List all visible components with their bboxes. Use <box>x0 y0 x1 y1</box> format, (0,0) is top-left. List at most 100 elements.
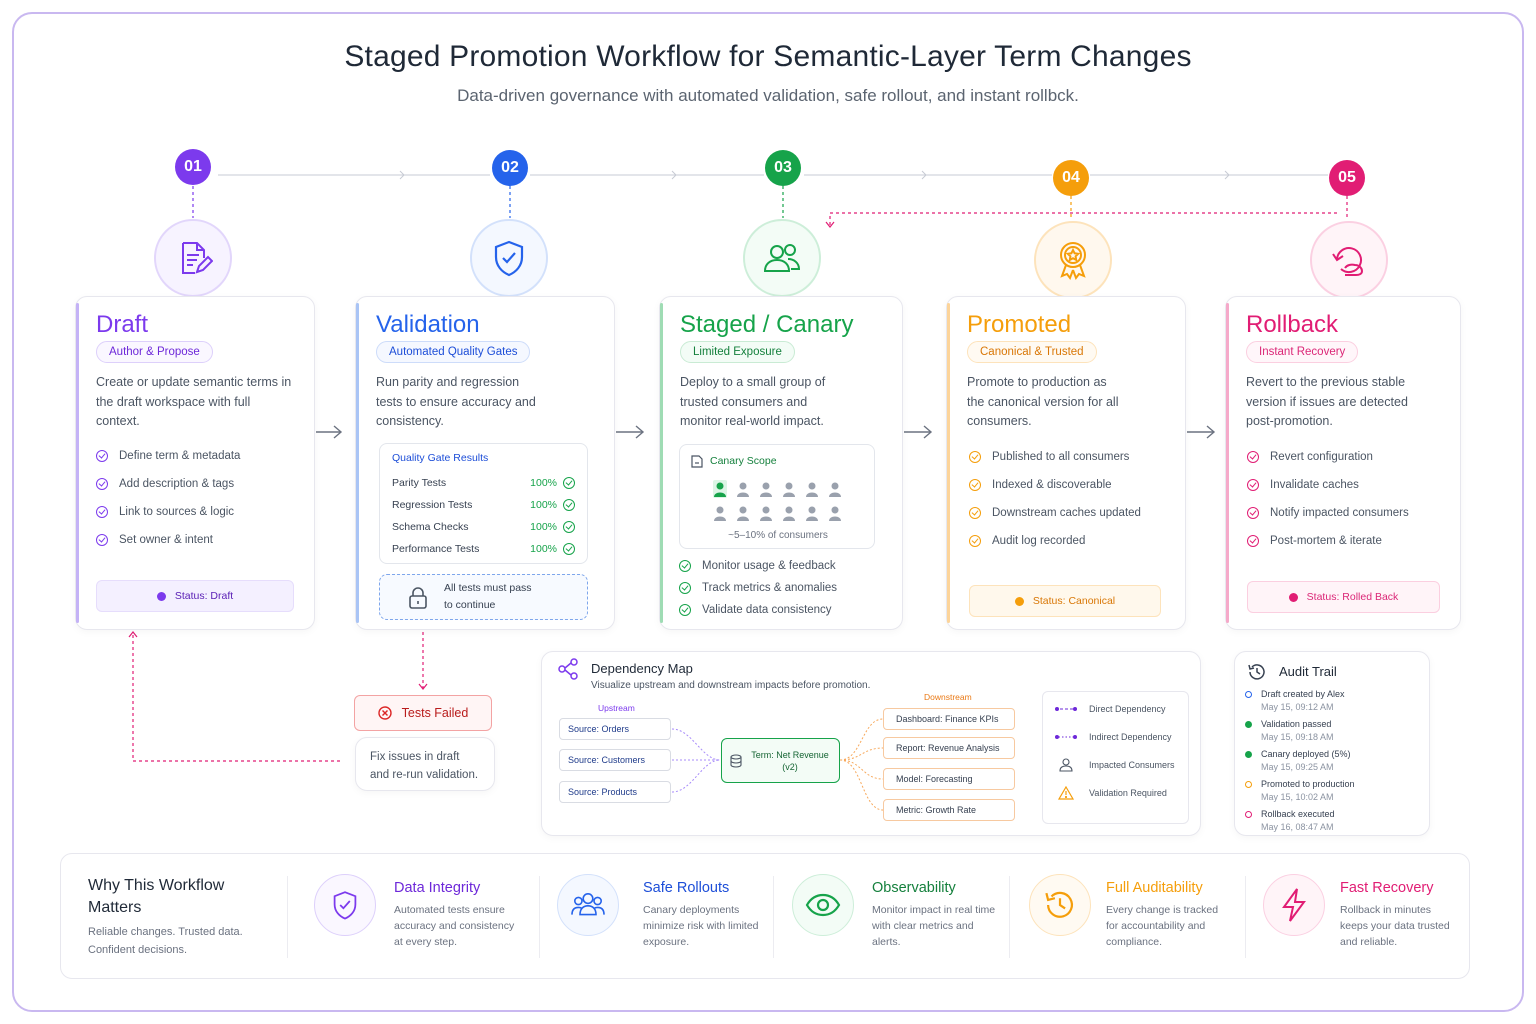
list-item: Notify impacted consumers <box>1247 499 1409 527</box>
legend-item: Validation Required <box>1055 779 1188 807</box>
audit-entry-time: May 16, 08:47 AM <box>1261 822 1334 832</box>
users-icon <box>557 874 619 936</box>
list-item: Validate data consistency <box>679 599 837 621</box>
stage-description: Promote to production as the canonical v… <box>967 375 1119 428</box>
stage-card-rollback: Rollback Instant Recovery Revert to the … <box>1225 296 1461 630</box>
stage-title: Draft <box>96 311 149 338</box>
history-icon <box>1248 664 1265 680</box>
list-item: Add description & tags <box>96 470 240 498</box>
canary-scope-caption: ~5–10% of consumers <box>728 530 828 541</box>
dependency-map-title: Dependency Map <box>591 661 693 676</box>
consumer-icon <box>806 482 818 497</box>
check-icon <box>563 521 575 533</box>
timeline-dot <box>1245 721 1252 728</box>
stage-checklist: Monitor usage & feedback Track metrics &… <box>679 555 837 621</box>
downstream-node: Dashboard: Finance KPIs <box>883 708 1015 730</box>
consumer-icon <box>737 506 749 521</box>
status-badge: Status: Rolled Back <box>1247 581 1440 613</box>
quality-gate-title: Quality Gate Results <box>392 452 489 464</box>
tests-failed-badge: Tests Failed <box>354 695 492 731</box>
stage-pill: Limited Exposure <box>680 341 795 363</box>
list-item: Audit log recorded <box>969 527 1141 555</box>
upstream-node: Source: Products <box>559 781 671 803</box>
consumer-icon <box>714 506 726 521</box>
stage-title: Rollback <box>1246 311 1339 338</box>
stage-pill: Automated Quality Gates <box>376 341 531 363</box>
audit-entry: Canary deployed (5%)May 15, 09:25 AM <box>1245 749 1425 779</box>
audit-entry-time: May 15, 09:12 AM <box>1261 702 1334 712</box>
legend-item: Indirect Dependency <box>1055 723 1188 751</box>
downstream-node: Model: Forecasting <box>883 768 1015 790</box>
step-number-02: 02 <box>492 150 528 186</box>
document-edit-icon <box>154 219 232 297</box>
consumer-icon <box>806 506 818 521</box>
audit-entry-time: May 15, 10:02 AM <box>1261 792 1334 802</box>
stage-card-validation: Validation Automated Quality Gates Run p… <box>355 296 615 630</box>
downstream-node: Metric: Growth Rate <box>883 799 1015 821</box>
consumer-icon <box>829 482 841 497</box>
users-icon <box>743 219 821 297</box>
step-number-03: 03 <box>765 150 801 186</box>
step-number-01: 01 <box>175 149 211 185</box>
user-icon <box>1059 758 1073 772</box>
stage-checklist: Define term & metadata Add description &… <box>96 442 240 554</box>
audit-entry-time: May 15, 09:18 AM <box>1261 732 1334 742</box>
document-icon <box>691 455 703 468</box>
consumer-icon <box>783 506 795 521</box>
stage-description: Run parity and regression tests to ensur… <box>376 375 536 428</box>
stage-checklist: Published to all consumers Indexed & dis… <box>969 443 1141 555</box>
list-item: Published to all consumers <box>969 443 1141 471</box>
list-item: Post-mortem & iterate <box>1247 527 1409 555</box>
stage-pill: Author & Propose <box>96 341 213 363</box>
error-icon <box>377 706 392 720</box>
audit-entry-text: Draft created by Alex <box>1261 689 1345 699</box>
audit-entry-time: May 15, 09:25 AM <box>1261 762 1334 772</box>
why-subtitle: Reliable changes. Trusted data.Confident… <box>88 926 243 956</box>
list-item: Define term & metadata <box>96 442 240 470</box>
stage-description: Revert to the previous stable version if… <box>1246 375 1408 428</box>
stage-title: Staged / Canary <box>680 311 854 338</box>
consumer-icon <box>829 506 841 521</box>
term-node: Term: Net Revenue (v2) <box>721 738 840 783</box>
timeline-dot <box>1245 781 1252 788</box>
audit-entry-text: Promoted to production <box>1261 779 1355 789</box>
shield-check-icon <box>314 874 376 936</box>
list-item: Revert configuration <box>1247 443 1409 471</box>
audit-entry-text: Validation passed <box>1261 719 1332 729</box>
check-icon <box>563 543 575 555</box>
rollback-icon <box>1310 221 1388 299</box>
page-title: Staged Promotion Workflow for Semantic-L… <box>344 40 1192 73</box>
list-item: Downstream caches updated <box>969 499 1141 527</box>
stage-pill: Canonical & Trusted <box>967 341 1097 363</box>
direct-dependency-icon <box>1055 707 1077 711</box>
status-badge: Status: Draft <box>96 580 294 612</box>
stage-card-draft: Draft Author & Propose Create or update … <box>75 296 315 630</box>
list-item: Link to sources & logic <box>96 498 240 526</box>
upstream-node: Source: Orders <box>559 718 671 740</box>
timeline-dot <box>1245 751 1252 758</box>
list-item: Indexed & discoverable <box>969 471 1141 499</box>
stage-title: Promoted <box>967 311 1072 338</box>
consumer-icon <box>737 482 749 497</box>
timeline-dot <box>1245 691 1252 698</box>
status-badge: Status: Canonical <box>969 585 1161 617</box>
page-subtitle: Data-driven governance with automated va… <box>457 86 1079 105</box>
award-icon <box>1034 221 1112 299</box>
stage-card-promoted: Promoted Canonical & Trusted Promote to … <box>946 296 1186 630</box>
warning-icon <box>1057 786 1075 800</box>
canary-scope-panel: Canary Scope ~5–10% of consumers <box>679 444 875 549</box>
stage-card-canary: Staged / Canary Limited Exposure Deploy … <box>659 296 903 630</box>
audit-trail-title: Audit Trail <box>1279 664 1337 679</box>
